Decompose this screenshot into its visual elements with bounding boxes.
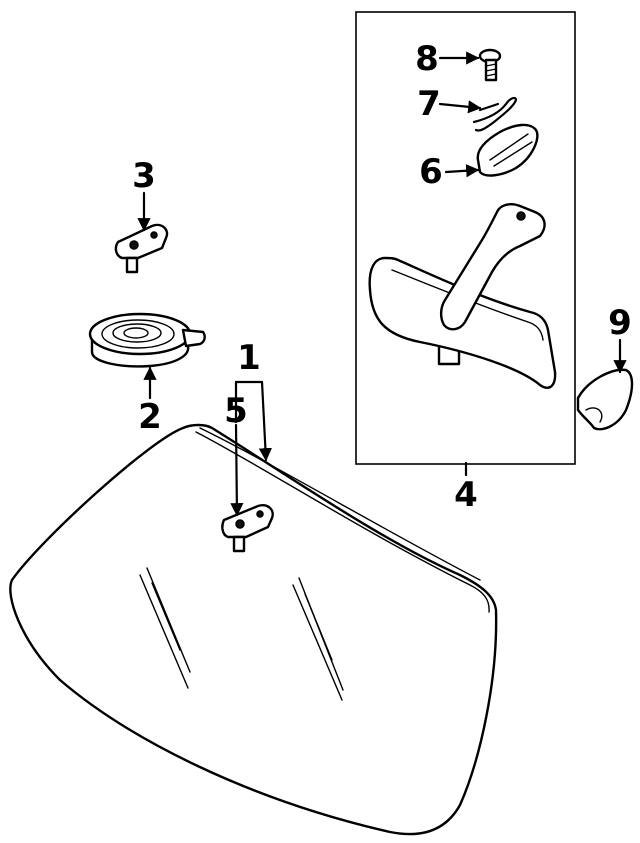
leader-lines [137, 51, 627, 517]
callout-1: 1 [237, 338, 261, 378]
bracket-part [114, 223, 169, 274]
windshield-glass [9, 423, 498, 836]
callout-7: 7 [417, 84, 441, 124]
callout-4: 4 [454, 475, 478, 515]
adhesive-pad [88, 312, 206, 368]
spring-clip [472, 96, 518, 132]
callout-9: 9 [608, 303, 632, 343]
rear-view-mirror [368, 203, 557, 389]
callout-6: 6 [419, 152, 443, 192]
mirror-assembly-box [355, 11, 576, 465]
callout-labels: 1 2 3 4 5 6 7 8 9 [132, 39, 632, 515]
mirror-mount-bracket [221, 504, 274, 553]
screw [478, 48, 502, 82]
callout-5: 5 [224, 391, 248, 431]
mirror-cover [476, 123, 539, 177]
callout-8: 8 [415, 39, 439, 79]
callout-2: 2 [138, 397, 162, 437]
cap-part [576, 368, 634, 431]
callout-3: 3 [132, 156, 156, 196]
